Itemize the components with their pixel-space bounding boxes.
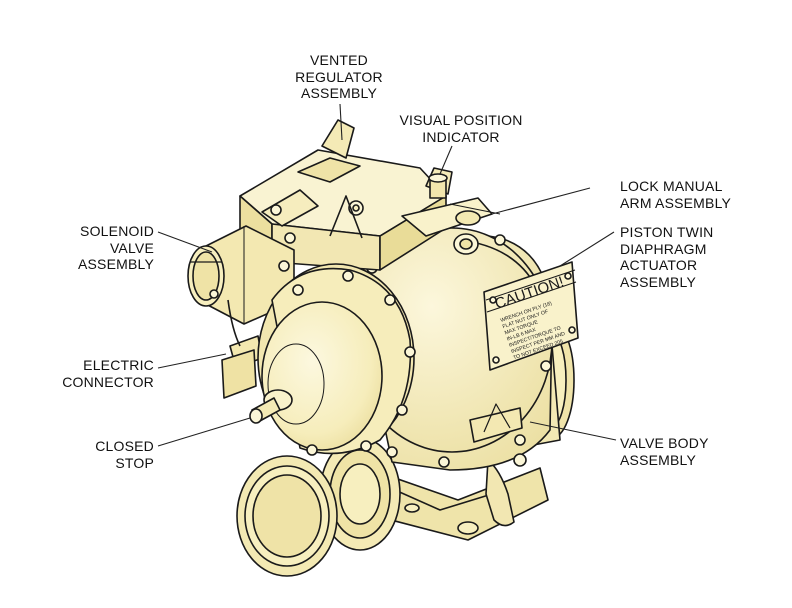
caution-plate-text: CAUTION! WRENCH ON PLY (18)FLAT NUT ONLY… [493,273,566,361]
label-line: ASSEMBLY [77,256,154,272]
leader-lock-manual-arm [491,187,591,215]
label-line: LOCK MANUAL [620,178,723,194]
label-line: VALVE BODY [620,435,709,451]
label-piston-twin-actuator: PISTON TWIN DIAPHRAGM ACTUATOR ASSEMBLY [620,224,760,290]
leader-lines [157,103,617,447]
leader-valve-body [529,421,617,441]
label-line: DIAPHRAGM [620,240,707,257]
label-line: PISTON TWIN [620,224,714,240]
vented-regulator [239,119,447,271]
label-closed-stop: CLOSED STOP [44,438,154,471]
leader-piston-twin [559,231,615,267]
caution-plate [483,261,579,371]
label-line: STOP [115,454,154,471]
label-line: SOLENOID [80,223,154,239]
valve-body-base [236,437,549,577]
label-line: ACTUATOR [620,257,698,273]
label-line: REGULATOR [295,68,383,85]
label-line: CLOSED [95,438,154,454]
leader-vented-regulator [339,103,343,141]
leader-solenoid-valve [157,231,213,253]
label-electric-connector: ELECTRIC CONNECTOR [44,357,154,390]
label-line: VISUAL POSITION [399,112,523,128]
label-line: VALVE [109,239,154,256]
label-vented-regulator: VENTED REGULATOR ASSEMBLY [284,52,394,102]
valve-body-detail [469,403,527,467]
leader-visual-position [439,145,453,175]
label-valve-body: VALVE BODY ASSEMBLY [620,435,760,468]
label-line: INDICATOR [422,128,500,145]
label-line: ELECTRIC [83,357,154,373]
label-line: CONNECTOR [62,373,154,390]
label-line: VENTED [310,52,368,68]
leader-electric-connector [157,353,227,369]
diaphragm-dome [249,263,416,456]
label-line: ASSEMBLY [620,451,697,468]
electric-connector [221,299,263,399]
label-visual-position-indicator: VISUAL POSITION INDICATOR [386,112,536,145]
label-line: ARM ASSEMBLY [620,194,732,211]
label-solenoid-valve: SOLENOID VALVE ASSEMBLY [44,223,154,273]
label-line: ASSEMBLY [620,273,697,290]
leader-closed-stop [157,417,251,447]
label-lock-manual-arm: LOCK MANUAL ARM ASSEMBLY [620,178,760,211]
visual-position-indicator [401,167,501,255]
label-line: ASSEMBLY [300,85,378,101]
